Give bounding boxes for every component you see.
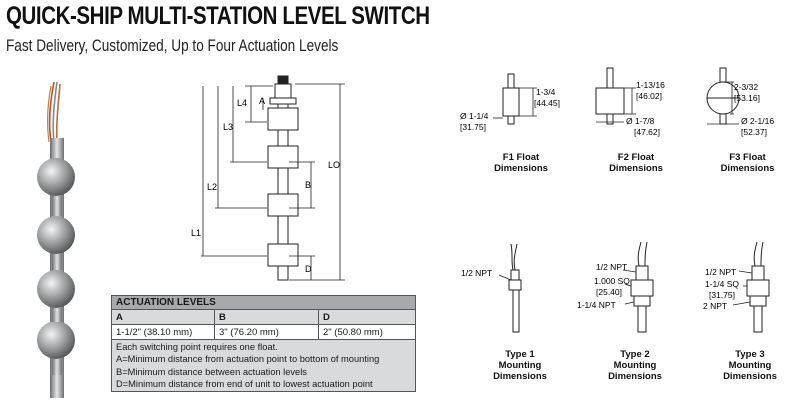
column-header: A [112,310,215,324]
label-l3: L3 [223,122,233,132]
f3-caption: F3 Float Dimensions [700,152,795,174]
f2-caption: F2 Float Dimensions [596,152,676,174]
f1-height-mm: [44.45] [534,98,560,108]
f2-float-drawing: 1-13/16 [46.02] Ø 1-7/8 [47.62] [595,67,665,137]
table-title: ACTUATION LEVELS [112,296,415,310]
table-cell: 2" (50.80 mm) [323,327,383,338]
f1-height: 1-3/4 [536,87,556,97]
label-a: A [259,96,265,106]
type3-caption-line: Mounting [728,360,772,371]
label-l1: L1 [191,228,201,238]
column-header: B [215,310,319,324]
type1-mounting-drawing: 1/2 NPT [461,243,522,333]
f2-caption-line: F2 Float [617,152,655,163]
type1-caption-line: Dimensions [493,371,547,382]
f1-diameter-mm: [31.75] [460,122,486,132]
type2-caption: Type 2 Mounting Dimensions [605,349,665,382]
label-b: B [305,180,311,190]
f3-caption-line: F3 Float [729,152,766,163]
type1-caption-line: Mounting [498,360,542,371]
switch-diagram: L4 A L3 L2 B L1 LO D [191,75,345,281]
type2-caption-line: Mounting [613,360,657,371]
note-line: B=Minimum distance between actuation lev… [116,366,307,377]
f3-caption-line: Dimensions [720,163,775,174]
label-l4: L4 [237,98,247,108]
f1-diameter: Ø 1-1/4 [460,111,489,121]
product-photo [37,81,75,398]
actuation-levels-table: ACTUATION LEVELS A B D 1-1/2" (38.10 mm)… [111,295,416,393]
type3-caption-line: Type 3 [735,349,765,360]
f2-height: 1-13/16 [636,80,665,90]
type1-caption-line: Type 1 [505,349,535,360]
type2-mounting-drawing: 1/2 NPT 1.000 SQ [25.40] 1-1/4 NPT [577,241,654,333]
type3-caption: Type 3 Mounting Dimensions [720,349,780,382]
type3-mounting-drawing: 1/2 NPT 1-1/4 SQ [31.75] 2 NPT [703,241,770,333]
f2-caption-line: Dimensions [609,163,663,174]
f2-height-mm: [46.02] [636,91,662,101]
table-cell: 1-1/2" (38.10 mm) [112,325,215,339]
table-notes: Each switching point requires one float.… [112,340,415,392]
page-subtitle: Fast Delivery, Customized, Up to Four Ac… [6,36,339,55]
type2-sq-mm: [25.40] [596,287,622,297]
page-title: QUICK-SHIP MULTI-STATION LEVEL SWITCH [6,2,430,30]
type2-npt: 1/2 NPT [596,262,627,272]
type3-npt2: 2 NPT [703,301,727,311]
f2-diameter-mm: [47.62] [634,127,660,137]
type2-npt2: 1-1/4 NPT [577,300,616,310]
f1-float-drawing: 1-3/4 [44.45] Ø 1-1/4 [31.75] [460,73,560,132]
table-row: 1-1/2" (38.10 mm) 3" (76.20 mm) 2" (50.8… [112,325,415,340]
label-d: D [305,264,312,274]
f2-diameter: Ø 1-7/8 [626,116,655,126]
type3-caption-line: Dimensions [723,371,777,382]
f1-caption: F1 Float Dimensions [476,152,566,174]
table-cell: 3" (76.20 mm) [215,325,319,339]
type3-sq: 1-1/4 SQ [705,279,739,289]
type1-caption: Type 1 Mounting Dimensions [490,349,550,382]
table-header-row: A B D [112,310,415,325]
label-lo: LO [328,160,340,170]
type1-npt: 1/2 NPT [461,268,492,278]
column-header: D [323,312,330,323]
type2-caption-line: Type 2 [620,349,650,360]
f1-caption-line: Dimensions [494,163,548,174]
type2-caption-line: Dimensions [608,371,662,382]
type3-npt: 1/2 NPT [705,267,736,277]
f3-diameter-mm: [52.37] [741,127,767,137]
type3-sq-mm: [31.75] [709,290,735,300]
label-l2: L2 [207,182,217,192]
f3-diameter: Ø 2-1/16 [741,116,774,126]
f1-caption-line: F1 Float [502,152,540,163]
note-line: Each switching point requires one float. [116,342,278,352]
note-line: A=Minimum distance from actuation point … [116,354,380,365]
f3-float-drawing: 2-3/32 [53.16] Ø 2-1/16 [52.37] [706,67,774,137]
f3-height: 2-3/32 [734,82,758,92]
f3-height-mm: [53.16] [734,93,760,103]
type2-sq: 1.000 SQ [594,276,630,286]
note-line: D=Minimum distance from end of unit to l… [116,378,373,389]
